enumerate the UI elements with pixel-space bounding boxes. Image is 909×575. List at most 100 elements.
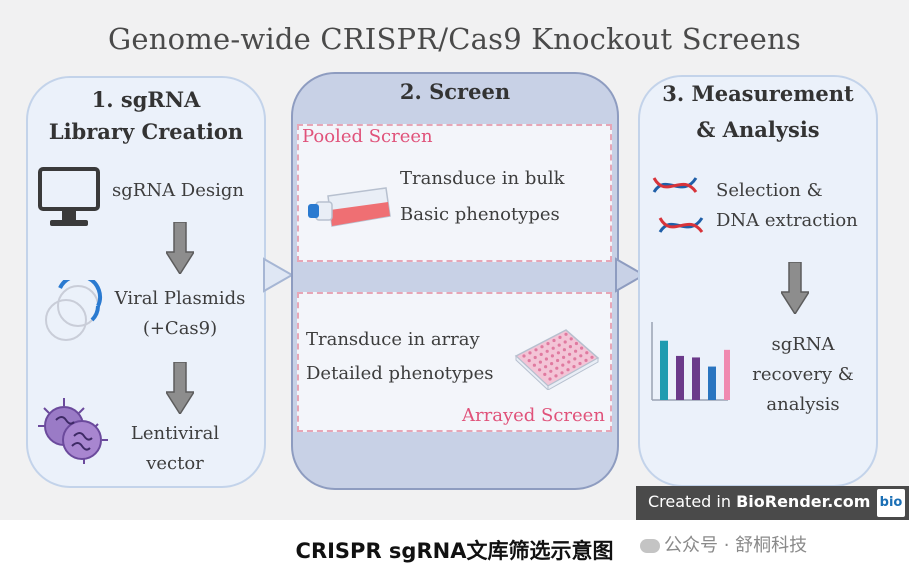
down-arrow-icon <box>781 262 809 314</box>
well <box>566 368 570 372</box>
well <box>546 342 550 346</box>
panel3-title-line1: 3. Measurement <box>662 81 854 106</box>
chart-bar <box>660 340 668 400</box>
well <box>562 348 566 352</box>
connector-arrow-icon <box>263 257 295 293</box>
well <box>557 343 561 347</box>
arrayed-line2: Detailed phenotypes <box>306 363 494 384</box>
chart-bar <box>708 366 716 400</box>
credit-brand: BioRender.com <box>736 492 871 511</box>
well <box>563 340 567 344</box>
selection-extraction-label: Selection & DNA extraction <box>716 176 858 236</box>
well <box>540 345 544 349</box>
chart-bar <box>724 349 730 400</box>
well <box>543 372 547 376</box>
well <box>554 374 558 378</box>
well <box>555 366 559 370</box>
panel1-title-line2: Library Creation <box>48 119 244 144</box>
chart-bar <box>692 357 700 400</box>
arrayed-line1: Transduce in array <box>306 329 480 350</box>
well <box>561 363 565 367</box>
well <box>574 349 578 353</box>
figure-title: Genome-wide CRISPR/Cas9 Knockout Screens <box>108 22 801 56</box>
selection-line2: DNA extraction <box>716 210 858 231</box>
panel2-title: 2. Screen <box>399 79 511 104</box>
well <box>569 337 573 341</box>
down-arrow-icon <box>166 362 194 414</box>
figure-caption: CRISPR sgRNA文库筛选示意图 <box>295 539 614 563</box>
lentivirus-icon <box>38 398 108 464</box>
recovery-line3: analysis <box>766 394 840 415</box>
well <box>550 354 554 358</box>
bar-chart-icon <box>651 322 730 401</box>
pooled-line2: Basic phenotypes <box>400 204 560 225</box>
well <box>522 354 526 358</box>
culture-flask-icon <box>308 187 391 227</box>
well-plate-icon <box>514 329 600 390</box>
lentiviral-line2: vector <box>146 453 204 474</box>
well <box>567 360 571 364</box>
well <box>551 346 555 350</box>
selection-line1: Selection & <box>716 180 823 201</box>
well <box>590 355 594 359</box>
well <box>538 360 542 364</box>
credit-text: Created in BioRender.com <box>648 492 870 511</box>
panel1-title-line1: 1. sgRNA <box>91 87 201 112</box>
dna-icon <box>652 177 704 233</box>
well <box>558 335 562 339</box>
watermark: 公众号 · 舒桐科技 <box>640 531 807 557</box>
well <box>550 362 554 366</box>
pooled-line1: Transduce in bulk <box>400 168 565 189</box>
well <box>533 355 537 360</box>
chart-bar <box>676 355 684 400</box>
well <box>568 345 572 349</box>
well <box>548 377 552 381</box>
panel1-title: 1. sgRNA Library Creation <box>26 84 266 148</box>
panel-measurement-analysis <box>638 75 878 487</box>
arrayed-screen-label: Arrayed Screen <box>462 405 605 426</box>
well <box>556 358 560 363</box>
well <box>528 351 532 355</box>
well <box>573 357 577 361</box>
plasmid-icon <box>45 280 102 341</box>
well <box>544 365 548 369</box>
recovery-line1: sgRNA <box>771 334 835 355</box>
sgrna-recovery-label: sgRNA recovery & analysis <box>738 330 868 420</box>
well <box>534 348 538 352</box>
well <box>545 349 549 353</box>
watermark-text: 公众号 · 舒桐科技 <box>664 535 808 556</box>
lentiviral-line1: Lentiviral <box>130 423 220 444</box>
sgrna-design-label: sgRNA Design <box>112 180 244 201</box>
well <box>578 361 582 366</box>
down-arrow-icon <box>166 222 194 274</box>
well <box>539 352 543 356</box>
recovery-line2: recovery & <box>752 364 854 385</box>
viral-plasmids-line2: (+Cas9) <box>142 318 218 339</box>
well <box>568 352 572 356</box>
well <box>572 365 576 369</box>
well <box>549 369 553 373</box>
well <box>552 338 556 343</box>
well <box>556 351 560 355</box>
wechat-icon <box>640 539 660 553</box>
well <box>574 341 578 346</box>
pooled-description: Transduce in bulk Basic phenotypes <box>400 164 565 230</box>
well <box>527 359 531 363</box>
figure: Genome-wide CRISPR/Cas9 Knockout Screens… <box>0 0 909 520</box>
well <box>538 368 542 372</box>
well <box>560 371 564 375</box>
credit-prefix: Created in <box>648 492 737 511</box>
well <box>579 354 583 358</box>
viral-plasmids-line1: Viral Plasmids <box>114 288 246 309</box>
biorender-logo: bio <box>877 489 905 517</box>
well <box>544 357 548 361</box>
pooled-screen-label: Pooled Screen <box>302 126 433 147</box>
computer-icon <box>38 167 100 226</box>
viral-plasmids-label: Viral Plasmids (+Cas9) <box>100 284 260 344</box>
biorender-credit[interactable]: Created in BioRender.com bio <box>636 486 909 520</box>
well <box>562 355 566 359</box>
well <box>564 332 568 336</box>
lentiviral-vector-label: Lentiviral vector <box>110 419 240 479</box>
connector-arrow-icon <box>615 257 647 293</box>
panel3-title-line2: & Analysis <box>696 117 820 142</box>
